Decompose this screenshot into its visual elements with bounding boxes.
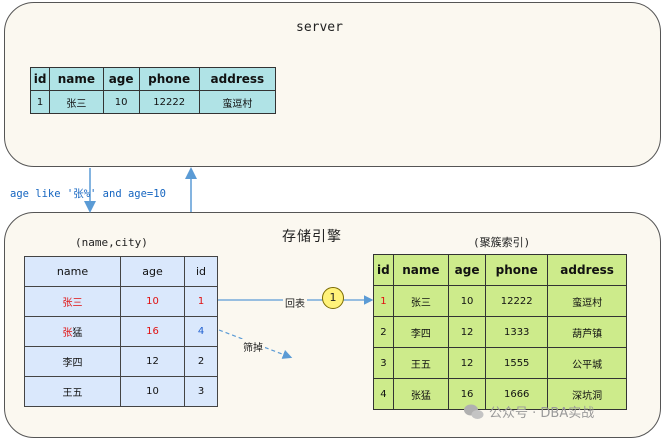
cell: 王五 [24,376,121,407]
cell: 10 [119,286,186,317]
cell: 12 [119,346,186,377]
table-header-row: name age id [24,256,218,287]
cell: 16 [119,316,186,347]
query-condition-label: age like '张%' and age=10 [10,188,166,200]
table-row: 1 张三 10 12222 蛮逗村 [29,90,277,114]
cell: 张三 [392,285,449,317]
cell: 10 [447,285,487,317]
cell: 1555 [485,347,549,379]
header-cell: id [29,67,51,91]
cell: 1 [373,285,394,317]
clustered-index-title: (聚簇索引) [473,236,531,249]
cell: 10 [102,90,140,114]
cell: 2 [184,346,218,377]
cell: 张猛 [24,316,121,347]
secondary-index-table: name age id 张三 10 1 张猛 16 4 李四 12 2 王五 1… [24,256,218,407]
table-header-row: id name age phone address [373,254,627,286]
filter-out-label: 筛掉 [241,339,265,354]
cell: 王五 [392,347,449,379]
storage-engine-title: 存储引擎 [282,229,342,245]
table-row: 4 张猛 16 1666 深坑洞 [373,378,627,410]
server-result-table: id name age phone address 1 张三 10 12222 … [29,67,277,114]
cell: 张三 [49,90,104,114]
header-cell: name [24,256,121,287]
header-cell: age [119,256,186,287]
cell: 4 [184,316,218,347]
table-row: 王五 10 3 [24,376,218,407]
cell: 张三 [24,286,121,317]
cell: 张猛 [392,378,449,410]
cell: 12 [447,316,487,348]
table-row: 1 张三 10 12222 蛮逗村 [373,285,627,317]
cell: 李四 [24,346,121,377]
cell: 12 [447,347,487,379]
cell: 12222 [138,90,200,114]
server-title: server [296,20,343,35]
step-number-badge: 1 [322,287,344,309]
header-cell: name [49,67,104,91]
cell: 3 [373,347,394,379]
cell-prefix-highlight: 张 [62,328,73,339]
cell: 3 [184,376,218,407]
cell-highlight: 张三 [62,298,83,309]
header-cell: name [392,254,449,286]
cell: 公平城 [547,347,627,379]
table-row: 张猛 16 4 [24,316,218,347]
cell: 蛮逗村 [547,285,627,317]
cell: 1666 [485,378,549,410]
table-row: 3 王五 12 1555 公平城 [373,347,627,379]
cell: 1 [29,90,51,114]
clustered-index-table: id name age phone address 1 张三 10 12222 … [373,254,627,410]
header-cell: age [447,254,487,286]
table-row: 李四 12 2 [24,346,218,377]
cell: 蛮逗村 [198,90,277,114]
cell: 16 [447,378,487,410]
return-table-label: 回表 [283,295,307,310]
header-cell: age [102,67,140,91]
watermark-text: 公众号 · DBA实战 [489,406,595,421]
cell: 4 [373,378,394,410]
wechat-icon [464,404,484,419]
cell: 1 [184,286,218,317]
cell: 10 [119,376,186,407]
header-cell: phone [485,254,549,286]
cell: 1333 [485,316,549,348]
cell: 深坑洞 [547,378,627,410]
secondary-index-title: (name,city) [75,236,148,249]
table-row: 张三 10 1 [24,286,218,317]
header-cell: id [373,254,394,286]
cell-rest: 猛 [72,328,83,339]
watermark: 公众号 · DBA实战 [463,402,594,421]
header-cell: address [547,254,627,286]
